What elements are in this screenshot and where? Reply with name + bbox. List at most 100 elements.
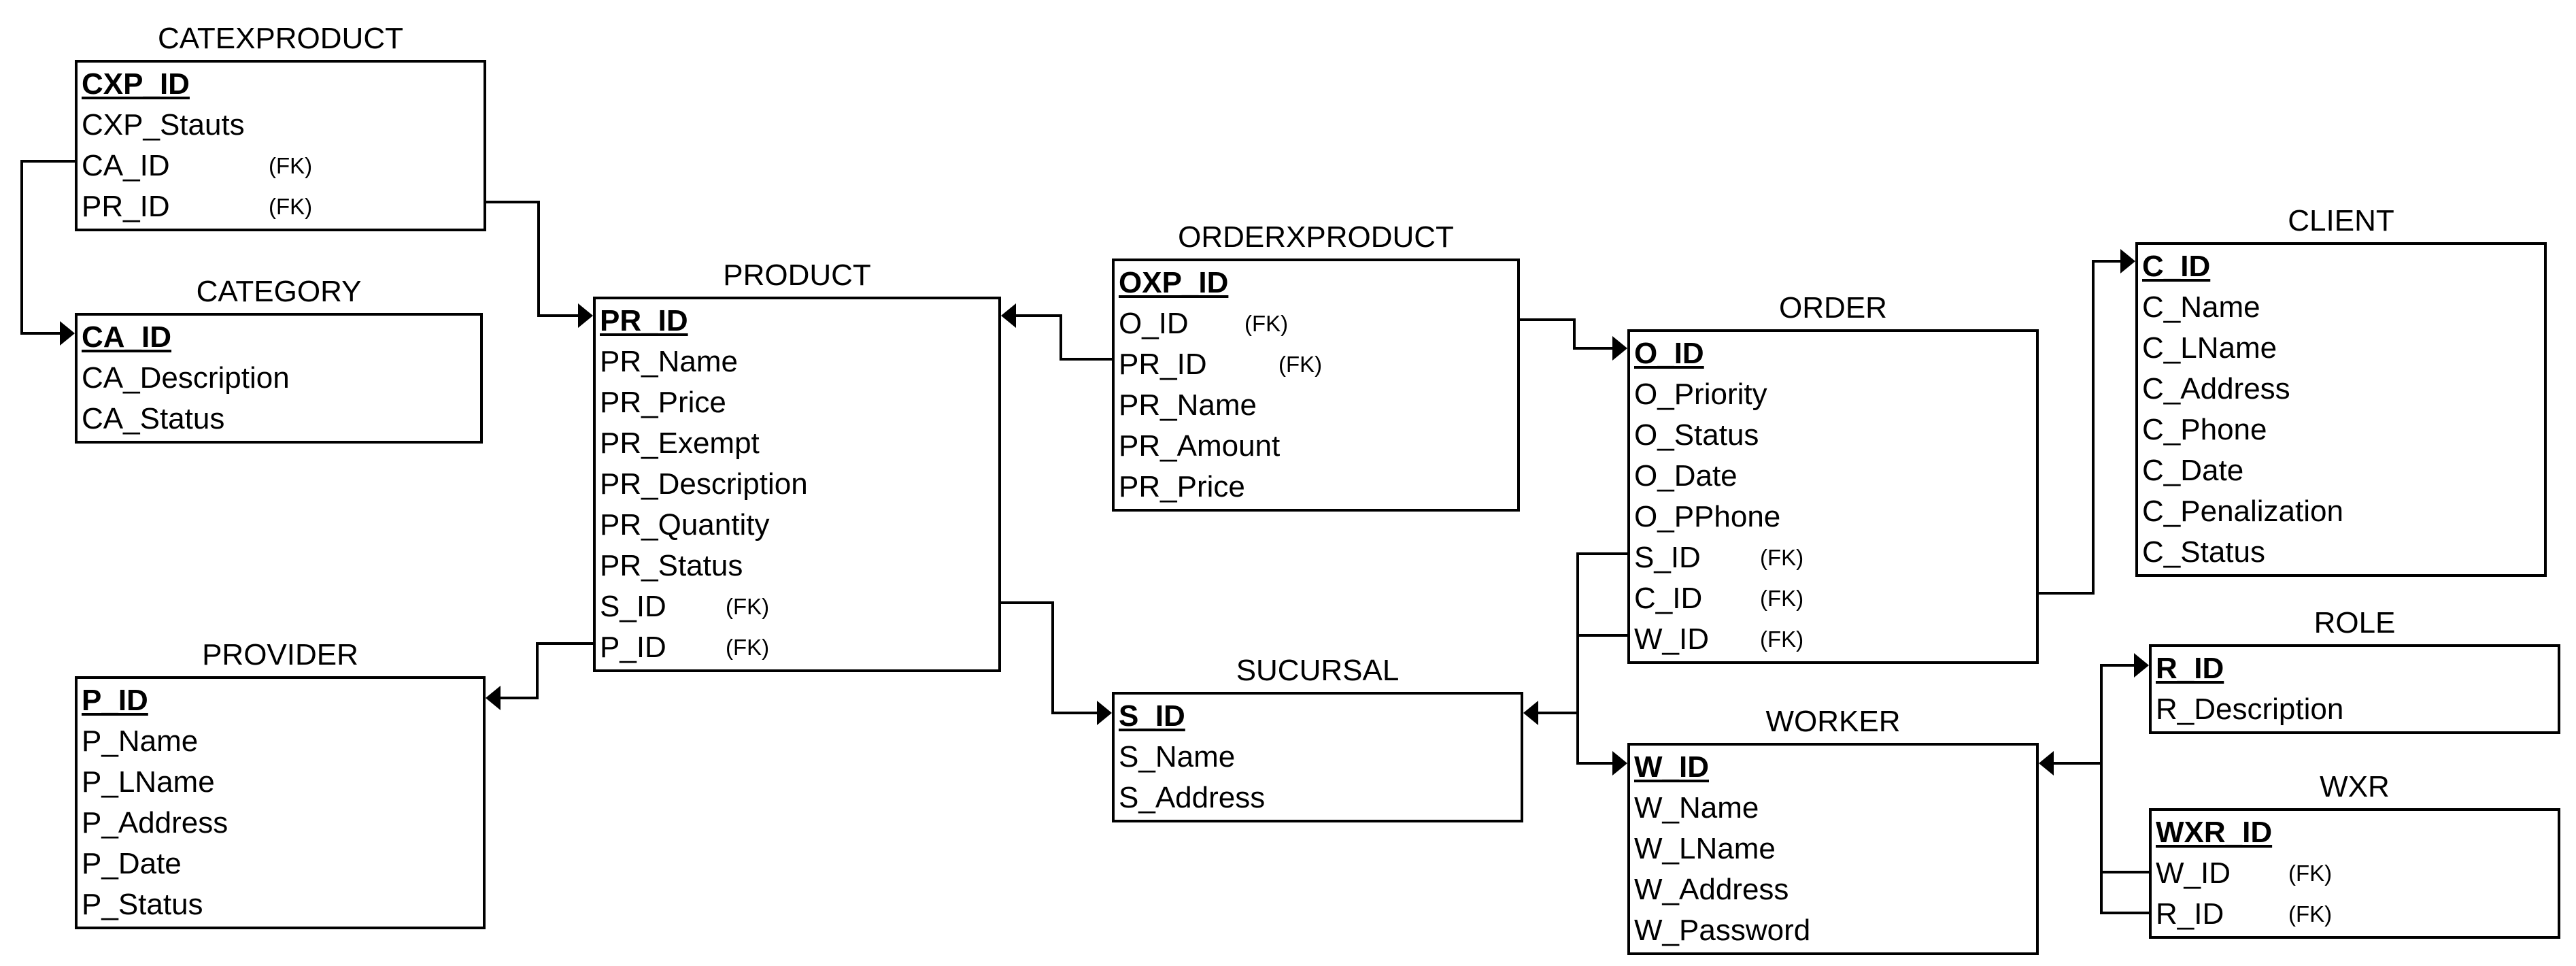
field-name: C_Date — [2142, 454, 2244, 487]
foreign-key-tag: (FK) — [1278, 352, 1323, 377]
primary-key-oxp-id: OXP_ID — [1119, 263, 1228, 303]
field-p-lname: P_LName — [82, 762, 215, 803]
field-name: PR_ID — [600, 304, 688, 337]
foreign-key-tag: (FK) — [2288, 901, 2333, 927]
connector-catexproduct-category — [20, 160, 75, 335]
field-name: R_Description — [2156, 693, 2344, 726]
connector-catexproduct-product — [486, 201, 578, 317]
entity-title: SUCURSAL — [1236, 654, 1400, 687]
field-name: PR_Name — [1119, 388, 1257, 422]
field-pr-name: PR_Name — [600, 342, 738, 382]
entity-box — [1112, 692, 1523, 822]
field-name: CXP_Stauts — [82, 108, 245, 141]
field-s-name: S_Name — [1119, 737, 1235, 778]
field-name: W_Name — [1634, 791, 1759, 825]
field-name: W_ID — [2156, 856, 2231, 890]
field-s-id: S_ID — [1634, 537, 1701, 578]
field-cxp-stauts: CXP_Stauts — [82, 105, 245, 146]
field-name: P_Name — [82, 724, 199, 758]
foreign-key-tag: (FK) — [2288, 861, 2333, 886]
field-ca-id: CA_ID — [82, 146, 170, 186]
foreign-key-tag: (FK) — [1760, 545, 1804, 570]
arrow-head — [60, 321, 75, 346]
field-name: PR_Name — [600, 345, 738, 378]
field-c-date: C_Date — [2142, 450, 2243, 491]
field-c-phone: C_Phone — [2142, 410, 2267, 450]
field-w-id: W_ID — [2156, 853, 2231, 894]
field-pr-exempt: PR_Exempt — [600, 423, 760, 464]
field-w-name: W_Name — [1634, 788, 1759, 829]
field-o-date: O_Date — [1634, 456, 1738, 497]
field-name: W_ID — [1634, 750, 1709, 784]
foreign-key-tag: (FK) — [269, 194, 313, 219]
field-name: C_Address — [2142, 372, 2290, 405]
arrow-head — [1523, 701, 1538, 725]
field-p-status: P_Status — [82, 884, 203, 925]
field-ca-status: CA_Status — [82, 399, 224, 439]
entity-title: WXR — [2320, 770, 2390, 803]
field-p-address: P_Address — [82, 803, 228, 844]
primary-key-cxp-id: CXP_ID — [82, 64, 190, 105]
arrow-head — [1001, 303, 1016, 328]
field-name: WXR_ID — [2156, 816, 2273, 849]
field-o-id: O_ID — [1119, 303, 1189, 344]
field-name: O_ID — [1634, 337, 1704, 370]
field-name: PR_Price — [1119, 470, 1245, 503]
entity-title: PROVIDER — [202, 638, 358, 671]
field-pr-description: PR_Description — [600, 464, 808, 505]
primary-key-c-id: C_ID — [2142, 246, 2210, 287]
field-w-address: W_Address — [1634, 869, 1789, 910]
connector-order-sucursal — [1538, 552, 1627, 714]
arrow-head — [1097, 701, 1112, 725]
connector-product-sucursal — [1001, 601, 1097, 714]
field-name: PR_Exempt — [600, 427, 760, 460]
arrow-head — [1612, 751, 1627, 776]
field-name: S_ID — [600, 590, 666, 623]
entity-box — [1627, 329, 2039, 664]
entity-title: CATEXPRODUCT — [158, 22, 403, 55]
entity-box — [1112, 259, 1520, 512]
field-pr-id: PR_ID — [82, 186, 170, 227]
entity-title: CATEGORY — [196, 275, 362, 308]
field-o-pphone: O_PPhone — [1634, 497, 1780, 537]
field-c-penalization: C_Penalization — [2142, 491, 2343, 532]
field-name: S_Name — [1119, 740, 1236, 773]
field-name: O_PPhone — [1634, 500, 1781, 533]
entity-title: ROLE — [2314, 606, 2396, 639]
field-c-status: C_Status — [2142, 532, 2265, 573]
field-name: P_Date — [82, 847, 182, 880]
field-name: PR_Amount — [1119, 429, 1281, 463]
primary-key-ca-id: CA_ID — [82, 317, 171, 358]
primary-key-w-id: W_ID — [1634, 747, 1709, 788]
field-name: C_Name — [2142, 290, 2260, 324]
entity-title: ORDERXPRODUCT — [1178, 220, 1454, 254]
connector-orderxproduct-order — [1520, 318, 1612, 350]
field-name: W_ID — [1634, 622, 1709, 656]
field-name: R_ID — [2156, 652, 2224, 685]
entity-box — [75, 676, 486, 929]
field-r-description: R_Description — [2156, 689, 2343, 730]
arrow-head — [2134, 653, 2149, 678]
connector-wxr-worker — [2054, 762, 2149, 914]
foreign-key-tag: (FK) — [726, 594, 770, 619]
entity-box — [75, 313, 483, 444]
field-name: C_Penalization — [2142, 495, 2343, 528]
field-name: PR_Price — [600, 386, 726, 419]
field-pr-price: PR_Price — [600, 382, 726, 423]
primary-key-o-id: O_ID — [1634, 333, 1704, 374]
field-name: S_ID — [1119, 699, 1185, 733]
primary-key-r-id: R_ID — [2156, 648, 2224, 689]
arrow-head — [1612, 336, 1627, 361]
field-p-date: P_Date — [82, 844, 182, 884]
field-pr-price: PR_Price — [1119, 467, 1245, 507]
field-p-name: P_Name — [82, 721, 198, 762]
field-name: P_ID — [82, 684, 148, 717]
field-name: W_LName — [1634, 832, 1776, 865]
arrow-head — [486, 686, 501, 710]
foreign-key-tag: (FK) — [1760, 627, 1804, 652]
